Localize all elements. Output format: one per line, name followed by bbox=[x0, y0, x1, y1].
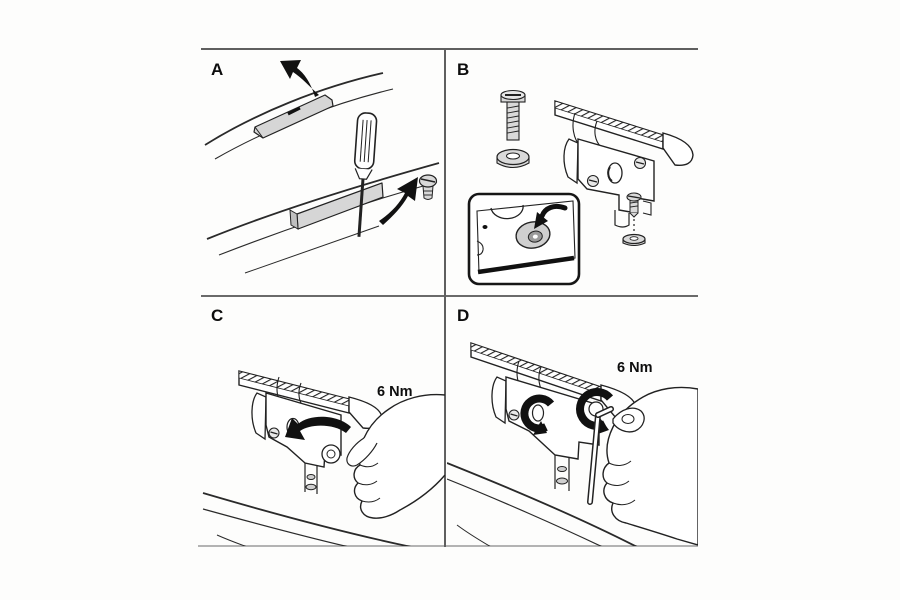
detail-arrow-head bbox=[534, 212, 548, 229]
screw-cover-strip bbox=[289, 182, 384, 230]
panel-d-label: D bbox=[457, 306, 470, 325]
panel-c: C 6 Nm bbox=[201, 297, 445, 546]
mounting-screw-icon bbox=[500, 89, 526, 141]
tightening-knob bbox=[321, 444, 341, 464]
hex-key-icon bbox=[587, 406, 614, 505]
panel-c-label: C bbox=[211, 306, 224, 325]
frame-vertical-divider bbox=[444, 48, 446, 547]
screwdriver-icon bbox=[353, 112, 378, 237]
screw-icon bbox=[418, 174, 438, 200]
roof-rail bbox=[202, 492, 412, 546]
washer-placement-detail-inset bbox=[467, 192, 581, 286]
panel-c-illustration bbox=[202, 370, 445, 546]
torque-value: 6 Nm bbox=[617, 360, 653, 376]
hand bbox=[346, 393, 445, 519]
crossbar bbox=[554, 100, 694, 166]
adjustment-screw-icon bbox=[626, 192, 642, 233]
rotation-arrow-icon bbox=[285, 416, 351, 440]
panel-b-label: B bbox=[457, 60, 470, 79]
panel-d-illustration bbox=[447, 342, 698, 546]
pry-arrow-icon bbox=[379, 177, 418, 225]
washer-icon bbox=[496, 148, 530, 169]
detail-washer bbox=[515, 221, 551, 249]
panel-b: B bbox=[447, 51, 698, 295]
lower-washer-icon bbox=[622, 233, 646, 247]
roof-trim-cover bbox=[253, 94, 334, 139]
panel-d: D 6 Nm bbox=[447, 297, 698, 546]
torque-value: 6 Nm bbox=[377, 384, 413, 400]
frame-top-line bbox=[201, 48, 698, 50]
foot-bracket bbox=[251, 376, 342, 494]
panel-a-illustration bbox=[204, 60, 440, 274]
panel-a-label: A bbox=[211, 60, 224, 79]
roof-rail bbox=[447, 462, 638, 546]
frame-middle-line bbox=[201, 295, 698, 297]
crossbar bbox=[238, 370, 383, 429]
lift-arrow-icon bbox=[280, 60, 319, 97]
rotation-arrow-left-icon bbox=[520, 394, 555, 435]
rivet-dot bbox=[482, 225, 488, 229]
frame-bottom-line bbox=[198, 545, 698, 547]
detail-arrow-icon bbox=[539, 203, 568, 219]
panel-a: A bbox=[201, 51, 445, 295]
panel-b-illustration bbox=[467, 89, 694, 286]
index-finger bbox=[612, 407, 645, 433]
